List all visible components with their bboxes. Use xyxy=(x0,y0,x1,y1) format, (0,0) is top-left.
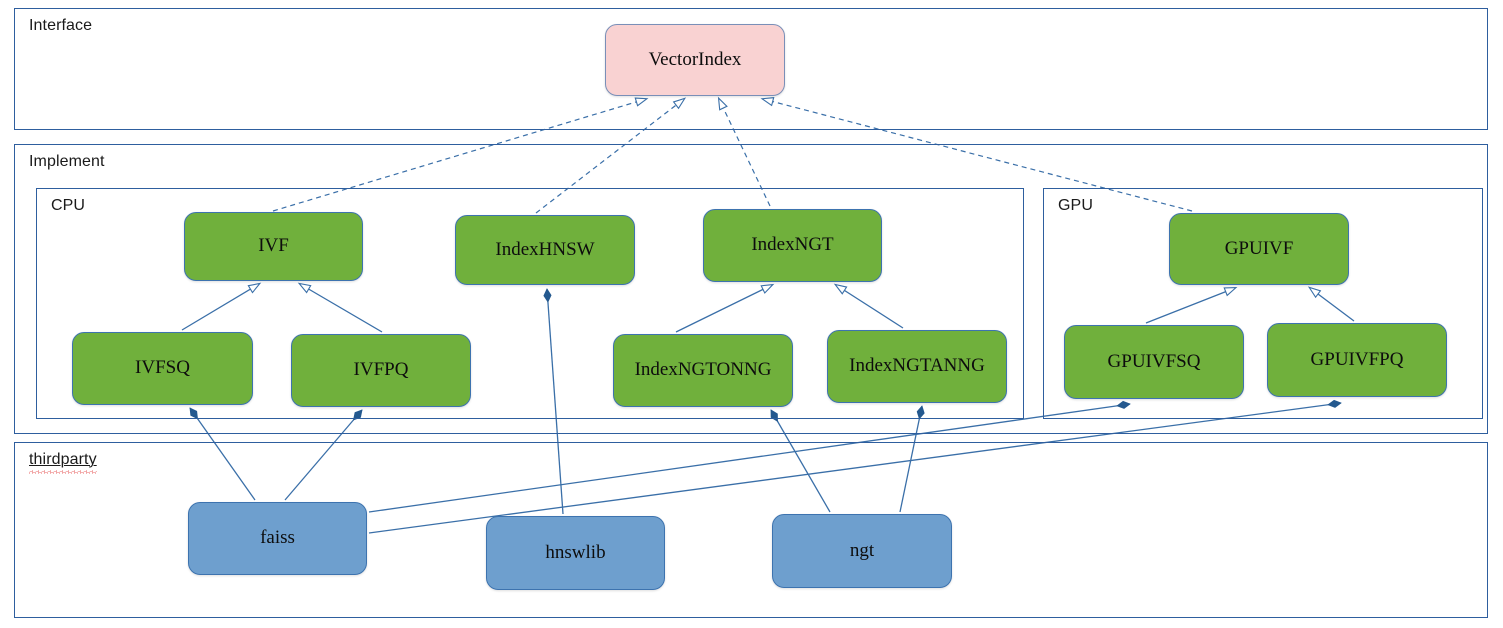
node-gpuivfsq[interactable]: GPUIVFSQ xyxy=(1064,325,1244,399)
node-indexngtonng[interactable]: IndexNGTONNG xyxy=(613,334,793,407)
package-label-thirdparty: thirdparty xyxy=(29,451,97,474)
spellcheck-squiggle-icon xyxy=(29,470,97,474)
node-faiss[interactable]: faiss xyxy=(188,502,367,575)
node-indexngt[interactable]: IndexNGT xyxy=(703,209,882,282)
node-vectorindex[interactable]: VectorIndex xyxy=(605,24,785,96)
package-label-cpu: CPU xyxy=(51,197,86,214)
package-gpu: GPU xyxy=(1043,188,1483,419)
node-ivfsq[interactable]: IVFSQ xyxy=(72,332,253,405)
package-label-gpu: GPU xyxy=(1058,197,1093,214)
node-ivf[interactable]: IVF xyxy=(184,212,363,281)
package-interface: Interface xyxy=(14,8,1488,130)
node-indexhnsw[interactable]: IndexHNSW xyxy=(455,215,635,285)
node-indexngtanng[interactable]: IndexNGTANNG xyxy=(827,330,1007,403)
node-hnswlib[interactable]: hnswlib xyxy=(486,516,665,590)
node-gpuivf[interactable]: GPUIVF xyxy=(1169,213,1349,285)
node-ngt[interactable]: ngt xyxy=(772,514,952,588)
package-label-interface: Interface xyxy=(29,17,93,34)
package-cpu: CPU xyxy=(36,188,1024,419)
node-gpuivfpq[interactable]: GPUIVFPQ xyxy=(1267,323,1447,397)
package-label-implement: Implement xyxy=(29,153,105,170)
node-ivfpq[interactable]: IVFPQ xyxy=(291,334,471,407)
package-implement: Implement xyxy=(14,144,1488,434)
